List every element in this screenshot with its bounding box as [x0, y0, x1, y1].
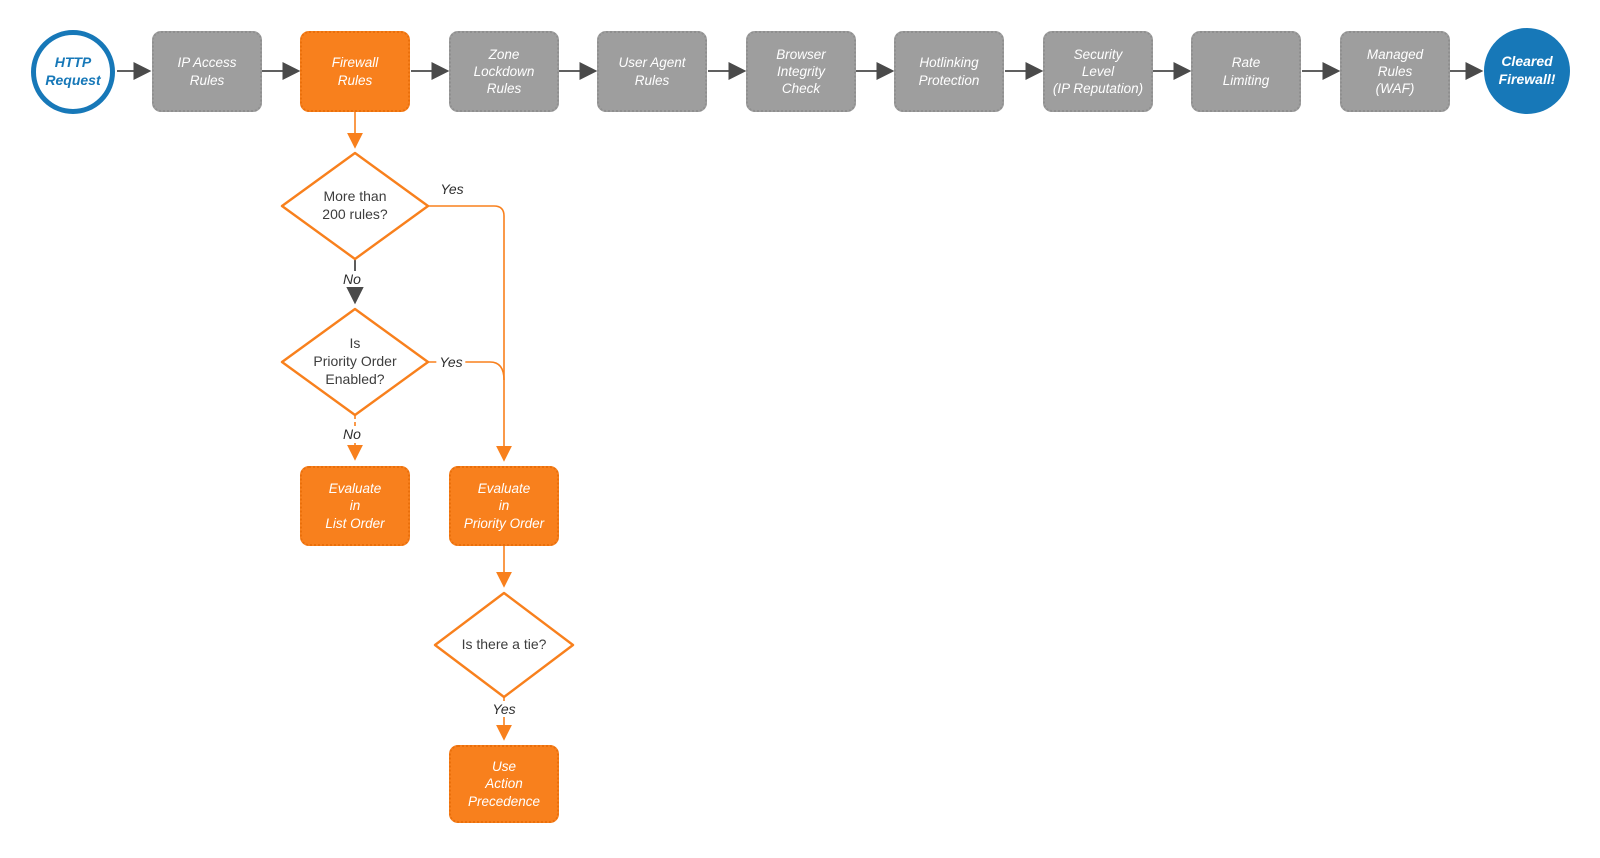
node-label: Rate Limiting — [1222, 55, 1270, 88]
node-label: Security Level (IP Reputation) — [1052, 46, 1144, 97]
node-label: Firewall Rules — [331, 55, 379, 88]
node-label: Zone Lockdown Rules — [473, 46, 535, 97]
connector-decision2-yes — [428, 361, 505, 381]
node-http-request: HTTP Request — [31, 30, 115, 114]
edge-label-decision1-no: No — [340, 271, 364, 287]
decision-diamond-more-than-200-rules — [280, 151, 430, 261]
action-use-action-precedence: Use Action Precedence — [449, 745, 559, 823]
node-firewall-rules: Firewall Rules — [300, 31, 410, 112]
decision-is-there-a-tie-label: Is there a tie? — [461, 636, 547, 653]
decision-diamond-priority-order-enabled — [280, 307, 430, 417]
node-label: Hotlinking Protection — [918, 55, 980, 88]
node-rate-limiting: Rate Limiting — [1191, 31, 1301, 112]
edge-label-decision2-yes: Yes — [436, 354, 466, 370]
node-user-agent-rules: User Agent Rules — [597, 31, 707, 112]
node-label: Cleared Firewall! — [1498, 53, 1556, 87]
node-label: Browser Integrity Check — [776, 46, 826, 97]
node-browser-integrity-check: Browser Integrity Check — [746, 31, 856, 112]
decision-priority-order-enabled-label: Is Priority Order Enabled? — [313, 335, 397, 387]
node-label: User Agent Rules — [618, 55, 686, 88]
decision-more-than-200-rules-label: More than 200 rules? — [322, 188, 388, 222]
connector-decision1-yes — [428, 205, 512, 462]
node-managed-rules-waf: Managed Rules (WAF) — [1340, 31, 1450, 112]
edge-label-decision3-yes: Yes — [489, 701, 519, 717]
node-label: IP Access Rules — [177, 55, 237, 88]
node-label: HTTP Request — [45, 54, 101, 88]
node-zone-lockdown-rules: Zone Lockdown Rules — [449, 31, 559, 112]
node-label: Evaluate in List Order — [325, 481, 385, 531]
node-label: Managed Rules (WAF) — [1366, 46, 1424, 97]
edge-label-decision2-no: No — [340, 426, 364, 442]
edge-label-decision1-yes: Yes — [440, 181, 464, 197]
node-ip-access-rules: IP Access Rules — [152, 31, 262, 112]
node-label: Use Action Precedence — [467, 759, 541, 809]
node-hotlinking-protection: Hotlinking Protection — [894, 31, 1004, 112]
node-cleared-firewall: Cleared Firewall! — [1484, 28, 1570, 114]
action-evaluate-priority-order: Evaluate in Priority Order — [449, 466, 559, 546]
action-evaluate-list-order: Evaluate in List Order — [300, 466, 410, 546]
node-label: Evaluate in Priority Order — [463, 481, 545, 531]
decision-diamond-is-there-a-tie — [433, 591, 575, 699]
node-security-level: Security Level (IP Reputation) — [1043, 31, 1153, 112]
